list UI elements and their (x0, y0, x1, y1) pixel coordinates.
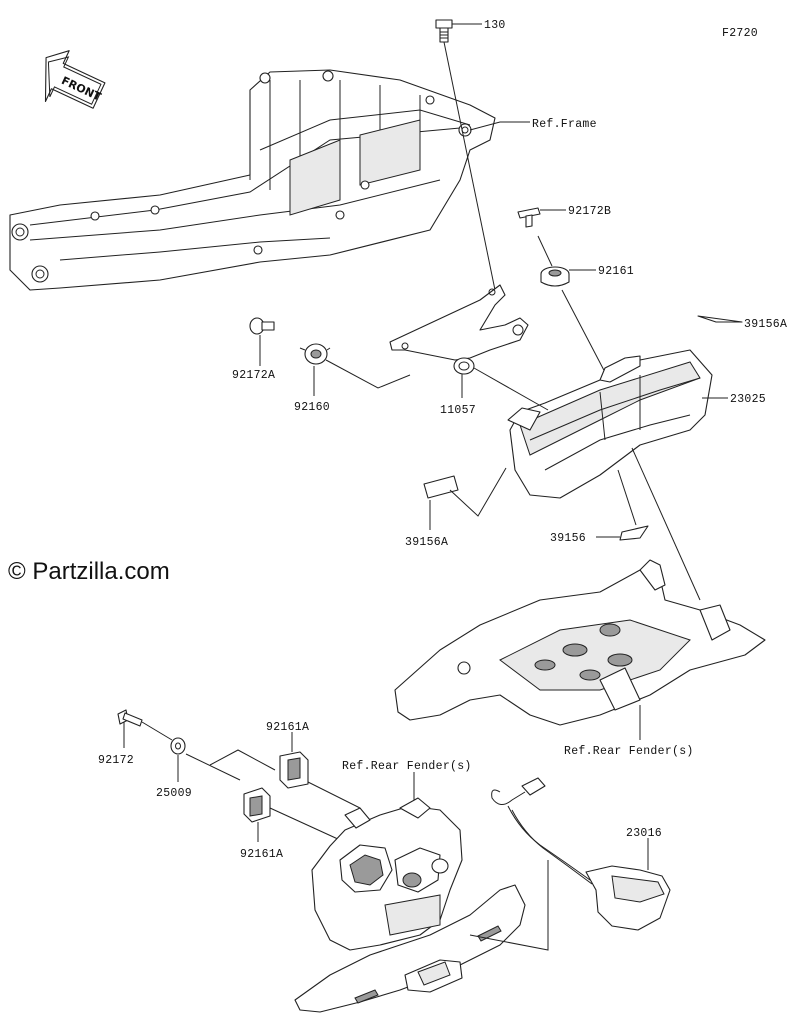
grommet-92161-icon (540, 266, 570, 287)
label-92161A-bottom: 92161A (240, 848, 283, 861)
label-92172: 92172 (98, 754, 134, 767)
label-23025: 23025 (730, 393, 766, 406)
watermark: © Partzilla.com (8, 558, 170, 585)
label-25009: 25009 (156, 787, 192, 800)
label-92172A: 92172A (232, 369, 275, 382)
bracket-11057 (389, 284, 529, 361)
label-11057: 11057 (440, 404, 476, 417)
label-ref-rear-fender-right: Ref.Rear Fender(s) (564, 745, 694, 758)
sticker-39156A-left (423, 475, 459, 499)
label-39156: 39156 (550, 532, 586, 545)
front-arrow-icon: FRONT (44, 50, 106, 109)
label-39156A-left: 39156A (405, 536, 448, 549)
frame-drawing (9, 69, 496, 291)
bolt-92172-icon (117, 709, 143, 727)
washer-25009-icon (170, 737, 186, 755)
grommet-92160-icon (299, 343, 331, 365)
label-ref-rear-fender-mid: Ref.Rear Fender(s) (342, 760, 472, 773)
figure-code: F2720 (722, 27, 758, 40)
screw-92172B-icon (517, 207, 541, 228)
label-ref-frame: Ref.Frame (532, 118, 597, 131)
bolt-130-icon (435, 19, 453, 43)
label-39156A-top: 39156A (744, 318, 787, 331)
label-130: 130 (484, 19, 506, 32)
grommet-92161A-top-icon (279, 751, 309, 789)
label-92160: 92160 (294, 401, 330, 414)
label-92172B: 92172B (568, 205, 611, 218)
collar-11057-icon (453, 357, 475, 375)
label-23016: 23016 (626, 827, 662, 840)
rear-fender-upper (394, 559, 766, 726)
label-92161: 92161 (598, 265, 634, 278)
grommet-92161A-bottom-icon (243, 787, 271, 823)
washer-bolt-92172A-icon (249, 317, 275, 335)
rear-fender-lower (294, 797, 526, 1013)
tail-light-23025 (507, 349, 713, 499)
sticker-39156 (619, 525, 649, 541)
turn-signal-23016 (491, 777, 671, 931)
sticker-39156A-top (697, 315, 743, 323)
label-92161A-top: 92161A (266, 721, 309, 734)
